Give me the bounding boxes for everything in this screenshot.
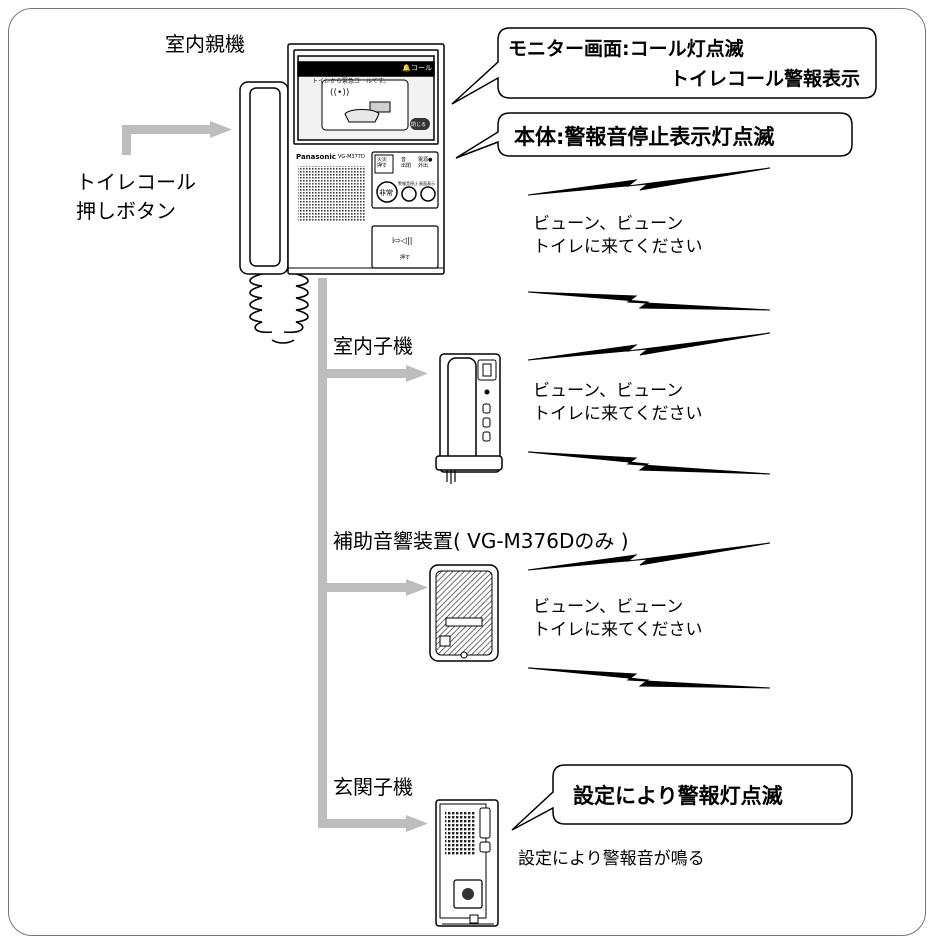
door-station-unit (435, 799, 499, 927)
emergency-button (376, 181, 398, 203)
sub-indoor-unit (435, 353, 503, 484)
aux-sound-text: ビューン、ビューン トイレに来てください (533, 597, 703, 640)
callout-door-text: 設定により警報灯点滅 (573, 784, 783, 808)
master-unit (239, 43, 445, 344)
call-indicator-icon: ⅰ⇨◁|| (392, 236, 413, 245)
fire-button (374, 154, 394, 174)
alarm-stop-button (401, 186, 417, 202)
callout-body-text: 本体:警報音停止表示灯点滅 (514, 125, 775, 149)
callout-body (455, 112, 853, 159)
call-press-label: 押す (400, 255, 411, 261)
master-sound-text: ビューン、ビューン トイレに来てください (533, 214, 703, 257)
master-unit-label: 室内親機 (165, 32, 245, 56)
screen-show-button (420, 186, 436, 202)
callout-monitor (451, 27, 877, 105)
model-label: VG-M377D (338, 154, 365, 160)
door-sound-text: 設定により警報音が鳴る (518, 849, 705, 869)
toilet-button-label: トイレコール 押しボタン (76, 170, 196, 223)
callout-monitor-line2: トイレコール警報表示 (670, 68, 861, 90)
handset (249, 87, 281, 267)
power-button-label: 電源●外出 (418, 157, 433, 169)
sound-wave-lines (527, 167, 771, 689)
brand-label: Panasonic (296, 153, 336, 161)
door-station-label: 玄関子機 (333, 775, 413, 799)
sub-indoor-label: 室内子機 (333, 334, 413, 358)
screen-show-label: 画面表示 (419, 181, 435, 186)
outer-frame (8, 8, 926, 936)
callout-door (511, 764, 853, 831)
fire-button-label: 火災押す (377, 157, 388, 169)
aux-speaker-unit (429, 564, 499, 662)
callout-monitor-line1: モニター画面:コール灯点滅 (508, 38, 744, 60)
screen-call-icon: ((•)) (330, 88, 350, 98)
sub-indoor-sound-text: ビューン、ビューン トイレに来てください (533, 381, 703, 424)
speaker-grille (298, 166, 366, 222)
screen-header-text: 🔔コール (402, 64, 432, 72)
aux-button-label: 音出閉 (401, 157, 412, 169)
emergency-label: 非常 (379, 189, 393, 197)
sub-handset (447, 357, 477, 469)
handset-cord (249, 273, 273, 334)
screen-close-button: 閉じる (411, 122, 427, 128)
alarm-stop-label: 警報音停止 (398, 181, 418, 186)
screen-header-bar (297, 61, 435, 77)
connector-lines (122, 121, 428, 832)
screen-message: トイレから緊急コールです。 (312, 78, 390, 85)
aux-speaker-label: 補助音響装置( VG-M376Dのみ ) (333, 529, 629, 553)
